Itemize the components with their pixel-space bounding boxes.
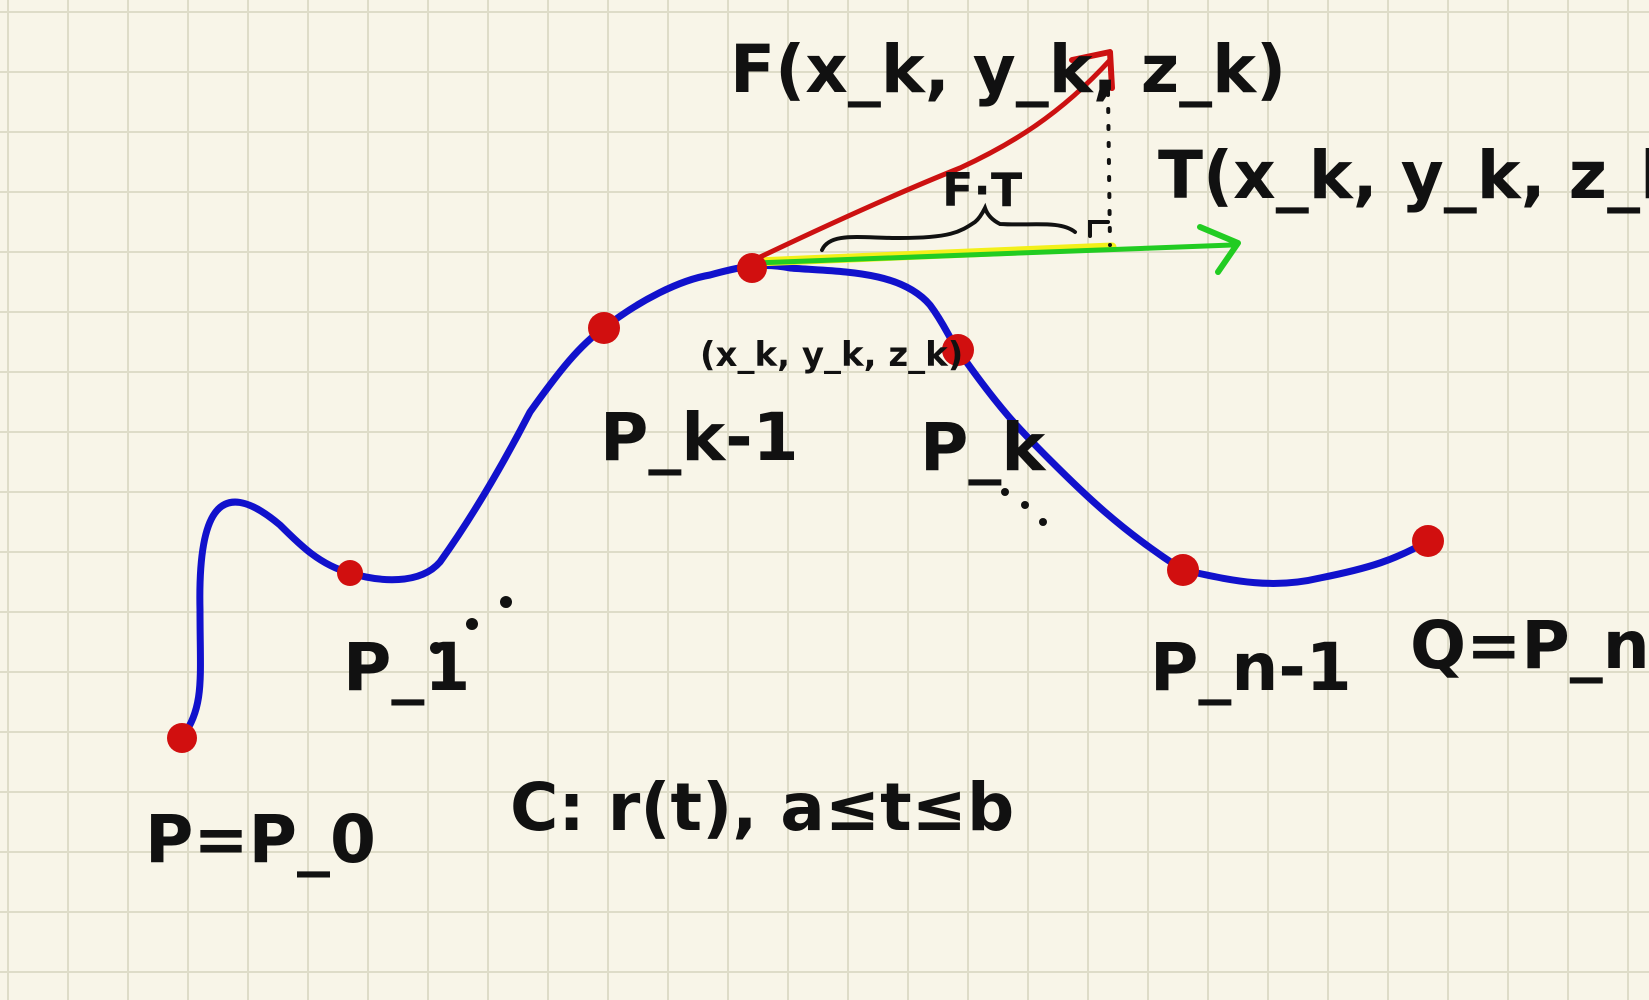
tangent-arrowhead: [1197, 224, 1241, 275]
curve-c: [178, 262, 1434, 742]
point-pk-minus-1: [588, 312, 620, 344]
force-label: F(x_k, y_k, z_k): [730, 31, 1286, 108]
point-p0: [167, 723, 197, 753]
point-p1: [337, 560, 363, 586]
force-vector-f: [755, 57, 1113, 261]
pk-minus-1-label: P_k-1: [600, 399, 799, 476]
ellipsis-dots-left: [430, 596, 512, 654]
partition-points: [167, 253, 1444, 753]
pn-label: Q=P_n: [1410, 607, 1649, 684]
sample-point-label: (x_k, y_k, z_k): [700, 335, 963, 375]
tangent-vector-t: [752, 242, 1235, 266]
dot-product-brace: [820, 202, 1077, 252]
right-angle-mark: [1088, 220, 1110, 238]
force-arrowhead: [1069, 49, 1115, 91]
pk-label: P_k: [920, 409, 1047, 486]
point-pk: [942, 334, 974, 366]
point-pn-minus-1: [1167, 554, 1199, 586]
pn-minus-1-label: P_n-1: [1150, 629, 1352, 706]
p0-label: P=P_0: [145, 801, 376, 878]
dot-product-label: F·T: [942, 163, 1023, 217]
point-sample: [737, 253, 767, 283]
tangent-label: T(x_k, y_k, z_k): [1158, 137, 1649, 214]
curve-definition-label: C: r(t), a≤t≤b: [510, 769, 1014, 846]
point-pn: [1412, 525, 1444, 557]
p1-label: P_1: [343, 629, 470, 706]
ellipsis-dots-right: [1001, 488, 1047, 526]
